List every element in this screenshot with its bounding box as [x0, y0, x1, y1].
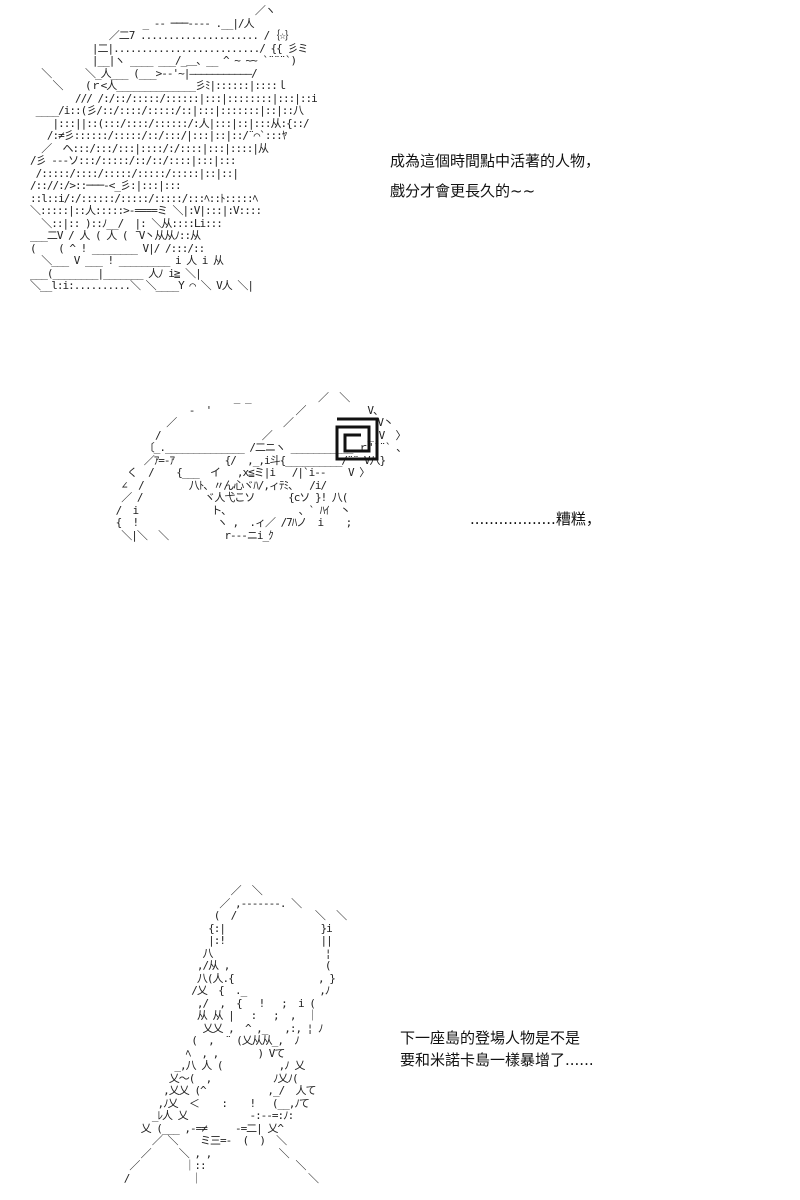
spiral-icon [335, 417, 379, 461]
dialogue-line: ..................糟糕， [470, 510, 601, 528]
ascii-art-figure-hat: ／ヽ _ ‐‐ ───‐‐‐‐ .__|/人 ／二7 .............… [30, 4, 318, 292]
ascii-art-figure-hooded: ／ ＼ ／ ,‐‐‐‐‐‐‐. ＼ ( / ＼ ＼ {:| }i |:! || … [123, 884, 347, 1185]
dialogue-panel-1: 成為這個時間點中活著的人物， 戲分才會更長久的~~ [390, 150, 790, 210]
dialogue-panel-2: ..................糟糕， [470, 508, 770, 538]
panel-2: _ _ ／ ＼ ‐ ' ／ V、 ／ ／ V丶 / ／ _.V 〉 〔_.___… [0, 380, 800, 700]
panel-1: ／ヽ _ ‐‐ ───‐‐‐‐ .__|/人 ／二7 .............… [0, 0, 800, 380]
dialogue-line: 戲分才會更長久的~~ [390, 182, 536, 200]
dialogue-line: 要和米諾卡島一樣暴增了...... [400, 1051, 594, 1069]
panel-3: ／ ＼ ／ ,‐‐‐‐‐‐‐. ＼ ( / ＼ ＼ {:| }i |:! || … [0, 870, 800, 1200]
dialogue-line: 下一座島的登場人物是不是 [400, 1029, 581, 1047]
dialogue-panel-3: 下一座島的登場人物是不是 要和米諾卡島一樣暴增了...... [400, 1027, 780, 1079]
dialogue-line: 成為這個時間點中活著的人物， [390, 152, 601, 170]
